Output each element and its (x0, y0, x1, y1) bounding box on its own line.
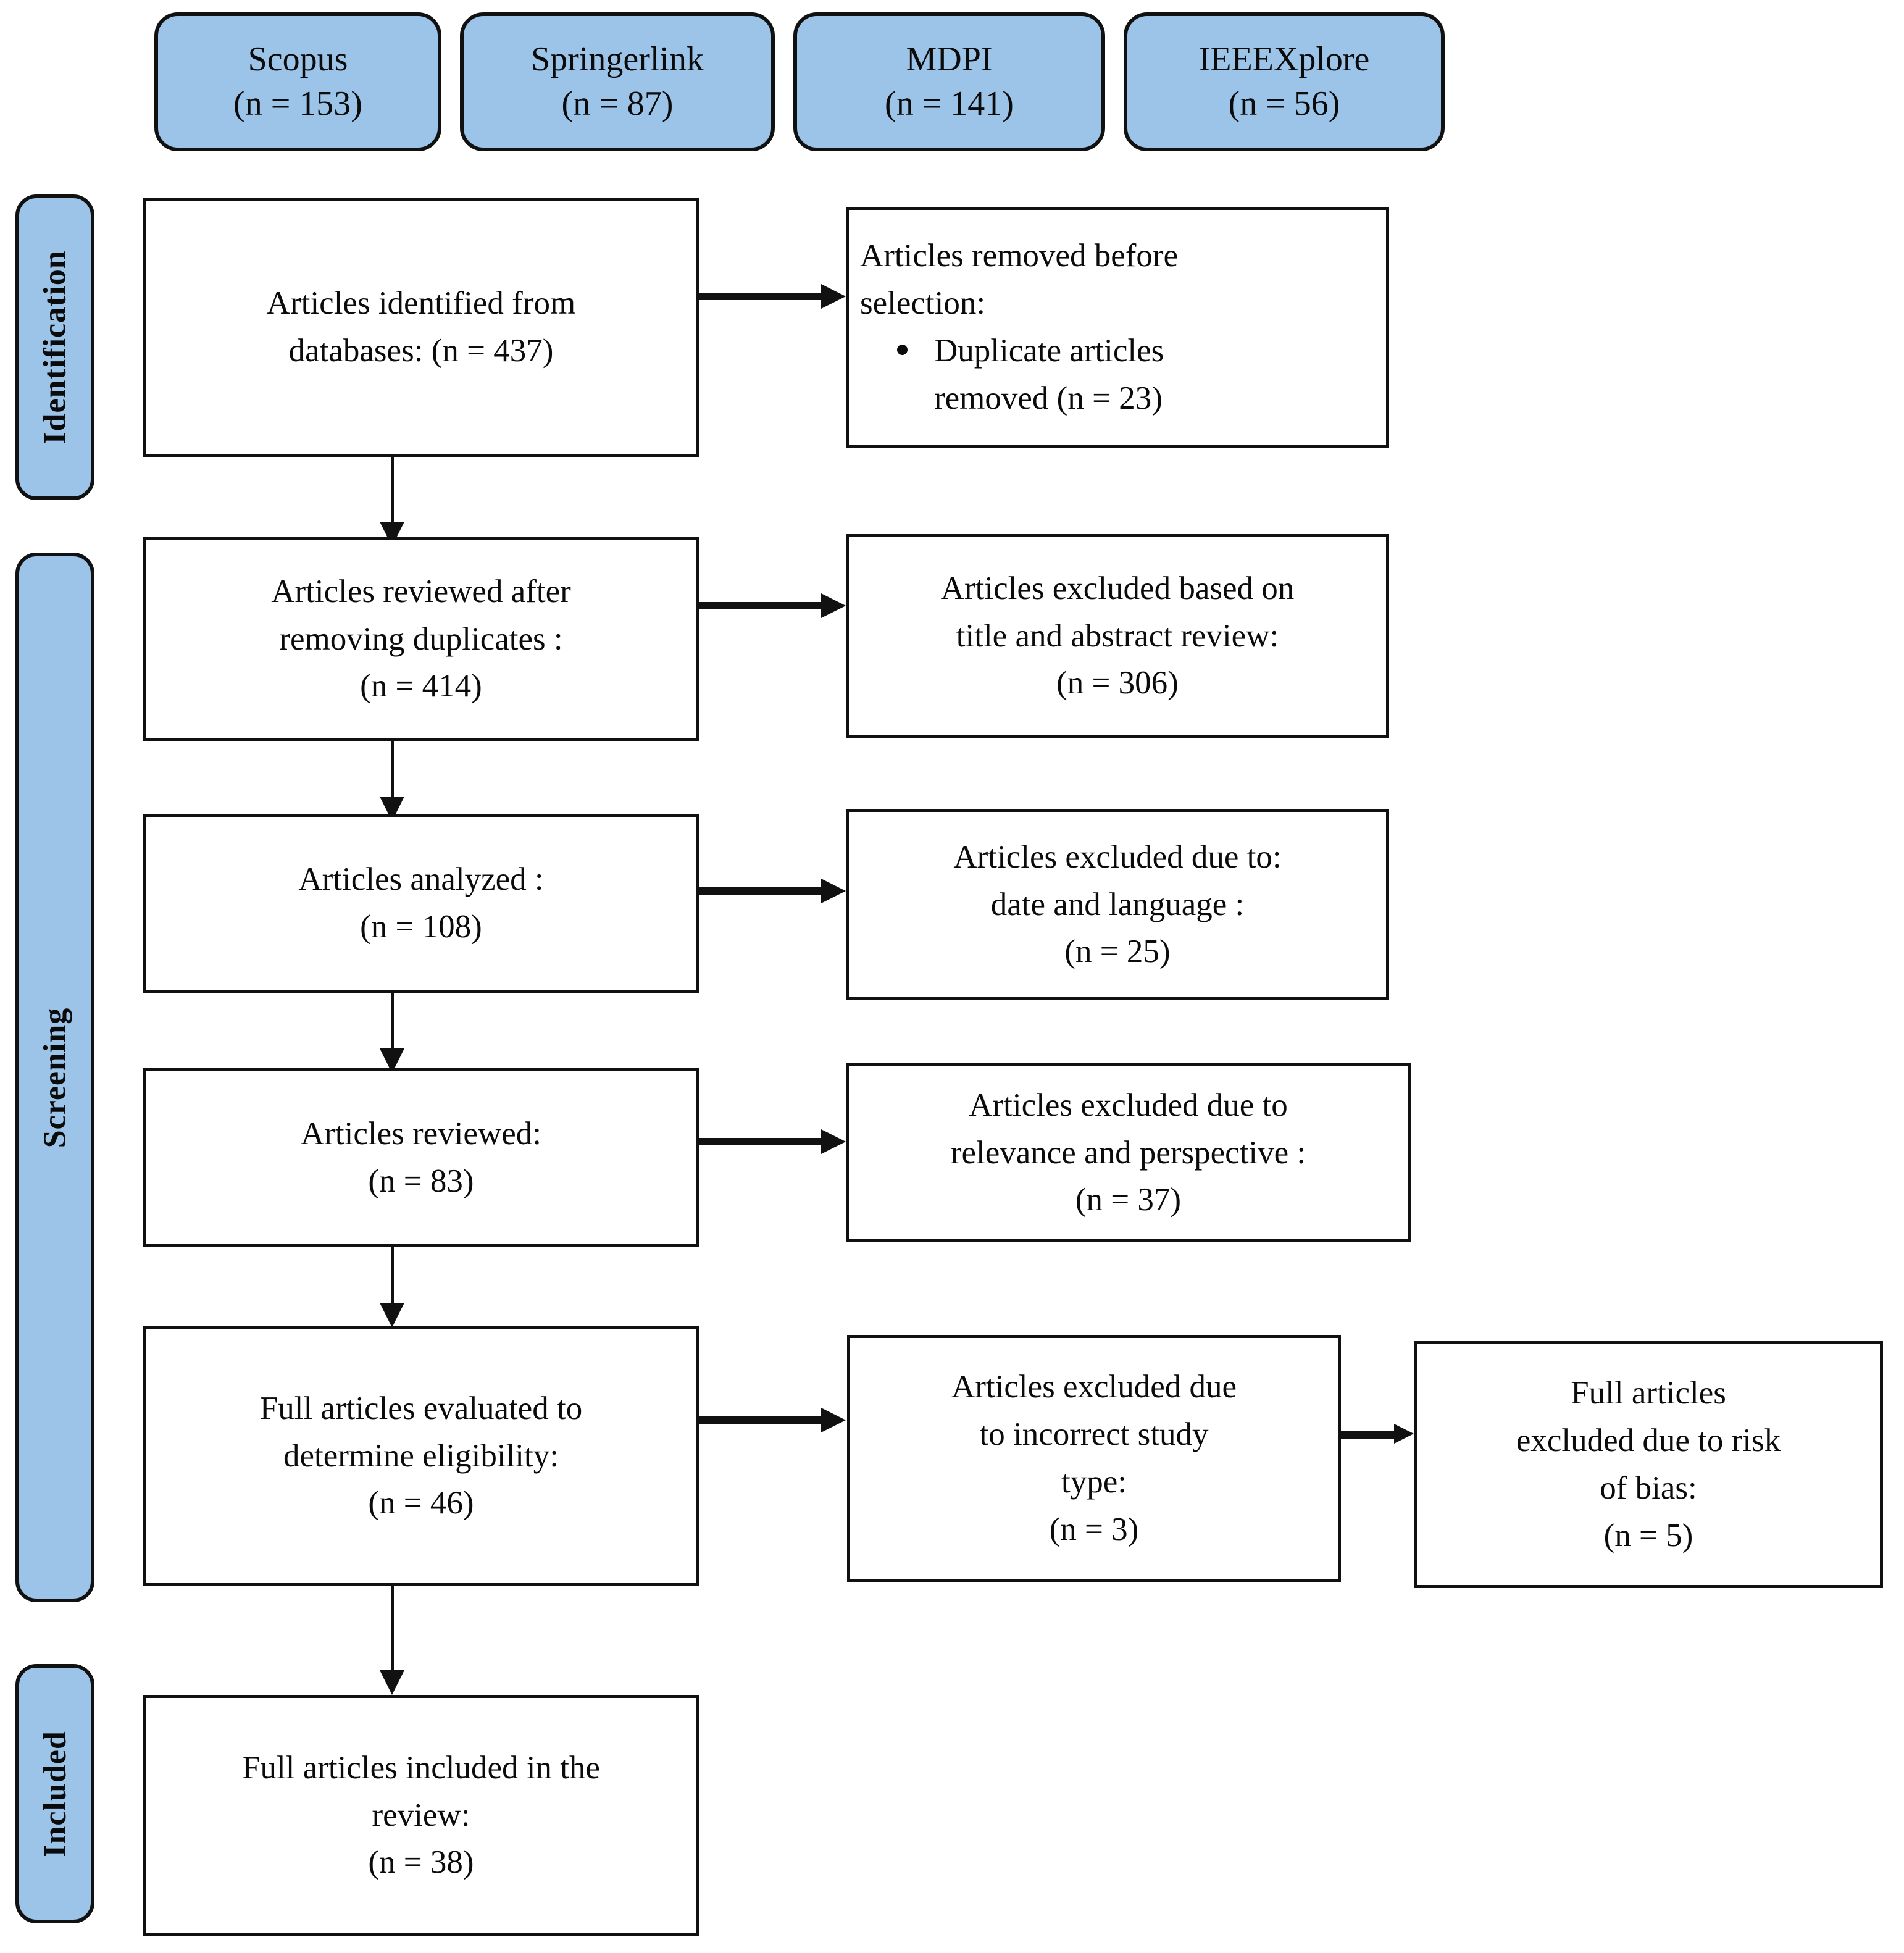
source-count: (n = 56) (1228, 84, 1340, 123)
box-articles-excluded-study-type: Articles excluded due to incorrect study… (847, 1335, 1341, 1582)
connector-v-row1-row2 (391, 457, 394, 531)
box-line: databases: (n = 437) (288, 333, 554, 369)
source-count: (n = 153) (233, 84, 362, 123)
box-full-articles-excluded-risk-bias: Full articles excluded due to risk of bi… (1414, 1341, 1883, 1588)
box-line: Full articles (1571, 1375, 1726, 1411)
box-articles-excluded-relevance: Articles excluded due to relevance and p… (846, 1063, 1411, 1242)
box-line: title and abstract review: (956, 617, 1279, 654)
connector-v-row3-row4 (391, 993, 394, 1061)
box-articles-excluded-date-language: Articles excluded due to: date and langu… (846, 809, 1389, 1000)
box-line: (n = 306) (1056, 665, 1179, 701)
source-count: (n = 141) (885, 84, 1014, 123)
box-line: Full articles evaluated to (259, 1390, 583, 1426)
stage-label: Included (37, 1730, 73, 1857)
connector-h-row3 (699, 887, 822, 895)
arrow-down-row4-row5 (380, 1303, 404, 1328)
box-line: (n = 37) (1075, 1182, 1182, 1218)
box-line: to incorrect study (979, 1416, 1209, 1453)
connector-v-row4-row5 (391, 1247, 394, 1315)
box-line: removing duplicates : (279, 621, 563, 657)
box-line: Articles reviewed after (271, 573, 571, 609)
arrow-right-row4 (821, 1129, 846, 1154)
connector-h-row5b (1341, 1431, 1395, 1439)
source-box-scopus: Scopus (n = 153) (154, 12, 441, 151)
box-line: review: (372, 1797, 470, 1833)
box-line: (n = 46) (368, 1485, 474, 1521)
box-line: (n = 38) (368, 1844, 474, 1881)
arrow-right-row5a (821, 1408, 846, 1432)
arrow-right-row3 (821, 879, 846, 903)
box-bullet-line-cont: removed (n = 23) (860, 375, 1163, 422)
box-line: Articles excluded due (951, 1369, 1237, 1405)
source-name: IEEEXplore (1198, 40, 1370, 78)
connector-v-row5-final (391, 1586, 394, 1684)
box-line: (n = 414) (360, 668, 482, 705)
box-line: Articles excluded based on (940, 570, 1295, 606)
source-box-ieeexplore: IEEEXplore (n = 56) (1124, 12, 1445, 151)
box-line: Articles excluded due to (969, 1087, 1288, 1123)
box-line: Articles identified from (266, 285, 576, 322)
connector-v-row2-row3 (391, 741, 394, 809)
source-name: MDPI (906, 40, 993, 78)
box-full-articles-evaluated: Full articles evaluated to determine eli… (143, 1326, 699, 1586)
arrow-down-row5-final (380, 1670, 404, 1695)
box-line: Articles excluded due to: (953, 838, 1282, 875)
arrow-right-row5b (1394, 1424, 1414, 1444)
box-articles-analyzed: Articles analyzed : (n = 108) (143, 814, 699, 993)
box-line: date and language : (990, 886, 1245, 922)
source-name: Springerlink (531, 40, 704, 78)
box-line: (n = 25) (1064, 934, 1171, 970)
source-box-springerlink: Springerlink (n = 87) (460, 12, 775, 151)
stage-pill-identification: Identification (15, 194, 94, 500)
box-line: (n = 5) (1603, 1517, 1693, 1554)
connector-h-row2 (699, 602, 822, 609)
stage-label: Identification (37, 250, 73, 445)
box-line: (n = 83) (368, 1163, 474, 1199)
box-articles-removed-before-selection: Articles removed before selection: Dupli… (846, 207, 1389, 448)
stage-label: Screening (37, 1007, 73, 1148)
box-articles-identified: Articles identified from databases: (n =… (143, 198, 699, 457)
stage-pill-screening: Screening (15, 553, 94, 1602)
box-bullet-line: Duplicate articles (860, 327, 1164, 375)
box-line: of bias: (1600, 1470, 1697, 1506)
box-articles-reviewed-after-duplicates: Articles reviewed after removing duplica… (143, 537, 699, 741)
box-line: selection: (860, 285, 986, 322)
box-line: relevance and perspective : (950, 1134, 1306, 1171)
source-name: Scopus (248, 40, 348, 78)
box-line: removed (n = 23) (934, 380, 1163, 416)
bullet-icon (897, 344, 908, 355)
box-line: Articles analyzed : (298, 861, 544, 898)
arrow-right-row2 (821, 593, 846, 618)
box-line: (n = 3) (1049, 1511, 1139, 1547)
connector-h-row4 (699, 1138, 822, 1145)
box-articles-excluded-title-abstract: Articles excluded based on title and abs… (846, 534, 1389, 738)
stage-pill-included: Included (15, 1664, 94, 1923)
box-line: Full articles included in the (242, 1749, 600, 1786)
box-articles-reviewed: Articles reviewed: (n = 83) (143, 1068, 699, 1247)
source-box-mdpi: MDPI (n = 141) (793, 12, 1105, 151)
box-line: Duplicate articles (934, 333, 1164, 369)
box-line: determine eligibility: (283, 1437, 559, 1474)
connector-h-row1 (699, 293, 822, 300)
arrow-right-row1 (821, 284, 846, 309)
box-line: Articles reviewed: (301, 1116, 541, 1152)
box-line: (n = 108) (360, 909, 482, 945)
box-full-articles-included: Full articles included in the review: (n… (143, 1695, 699, 1936)
source-count: (n = 87) (561, 84, 674, 123)
box-line: Articles removed before (860, 238, 1179, 274)
connector-h-row5a (699, 1416, 822, 1424)
box-line: excluded due to risk (1516, 1423, 1781, 1459)
box-line: type: (1061, 1464, 1127, 1500)
